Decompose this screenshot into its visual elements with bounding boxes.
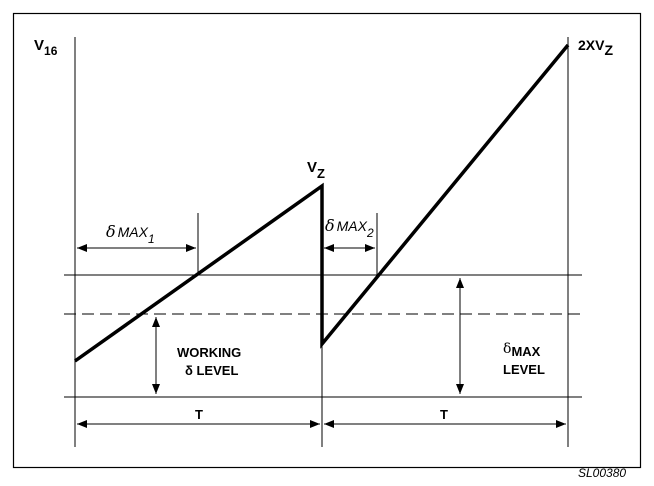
v16-label: V16	[34, 37, 58, 58]
frame-border	[12, 12, 642, 469]
working-label-line2: δ LEVEL	[185, 363, 238, 378]
period-right-label: T	[440, 407, 448, 422]
delta-max-level-label-line1: δMAX	[503, 341, 541, 359]
figure-id: SL00380	[578, 466, 626, 480]
delta-max-level-label-line2: LEVEL	[503, 362, 545, 377]
two-xvz-label: 2XVZ	[578, 37, 613, 58]
working-label-line1: WORKING	[177, 345, 241, 360]
vz-label: VZ	[307, 159, 325, 181]
sawtooth-waveform	[73, 43, 570, 363]
period-left-label: T	[195, 407, 203, 422]
